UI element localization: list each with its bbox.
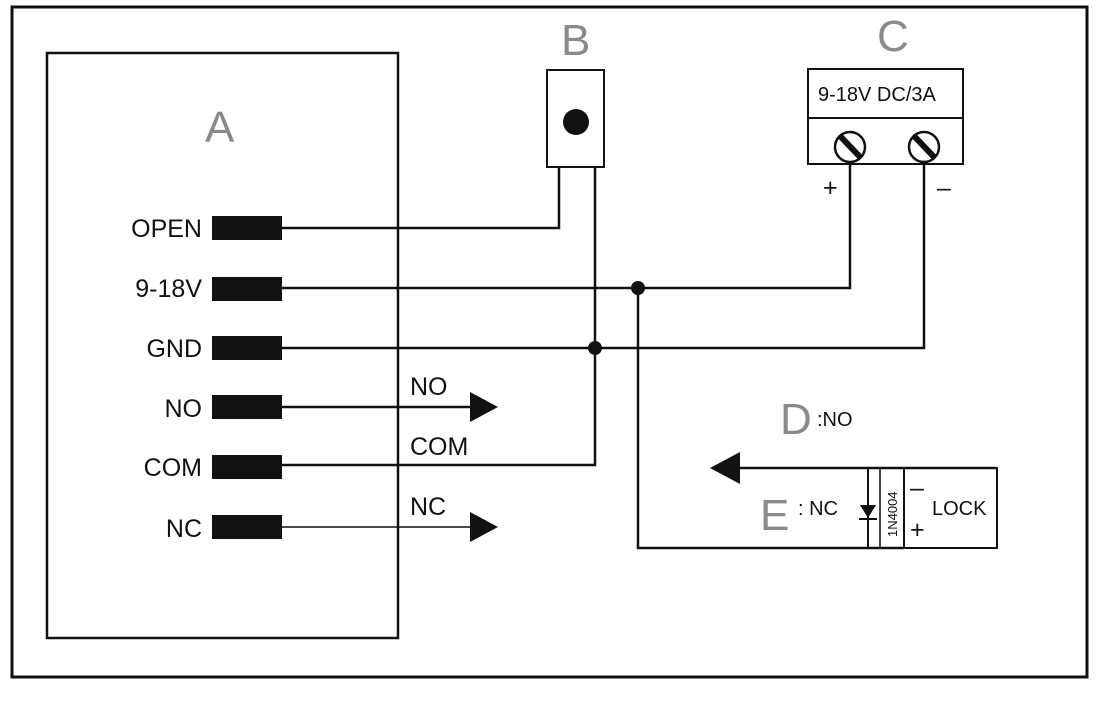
power-supply-letter: C bbox=[877, 12, 909, 61]
pin-gnd bbox=[212, 336, 282, 360]
pin-no bbox=[212, 395, 282, 419]
power-supply-rating: 9-18V DC/3A bbox=[818, 84, 936, 106]
power-supply-box bbox=[807, 68, 964, 165]
lock-minus-sign: – bbox=[910, 474, 924, 502]
diode-symbol bbox=[859, 505, 877, 520]
section-e-letter: E bbox=[760, 491, 789, 540]
terminal-screw-positive bbox=[833, 130, 867, 164]
section-d-letter: D bbox=[780, 395, 812, 444]
pin-power bbox=[212, 277, 282, 301]
button-housing bbox=[546, 69, 605, 168]
button-letter: B bbox=[561, 16, 590, 65]
button-dot bbox=[563, 109, 589, 135]
output-label-com: COM bbox=[410, 433, 468, 461]
pin-open bbox=[212, 216, 282, 240]
wire-power-to-lock bbox=[636, 288, 904, 550]
power-supply-c: C 9-18V DC/3A + – bbox=[807, 12, 964, 202]
wire-open bbox=[282, 167, 561, 230]
outer-frame bbox=[10, 5, 1089, 679]
pin-label-com: COM bbox=[144, 454, 202, 482]
output-label-nc: NC bbox=[410, 493, 446, 521]
pin-label-gnd: GND bbox=[146, 335, 202, 363]
exit-button-b: B bbox=[546, 16, 605, 168]
controller-box bbox=[45, 51, 400, 640]
controller-letter: A bbox=[205, 103, 235, 152]
junction-gnd bbox=[588, 341, 602, 355]
pin-nc bbox=[212, 515, 282, 539]
junction-power bbox=[631, 281, 645, 295]
wires bbox=[282, 163, 996, 550]
wire-button-com bbox=[282, 167, 597, 467]
controller-a: A OPEN 9-18V GND NO COM NC bbox=[45, 51, 400, 640]
section-d-label: :NO bbox=[817, 409, 853, 431]
power-plus-sign: + bbox=[823, 174, 838, 202]
wire-gnd bbox=[282, 163, 926, 350]
lock-label: LOCK bbox=[932, 498, 987, 520]
pin-label-no: NO bbox=[165, 395, 203, 423]
lock-plus-sign: + bbox=[910, 516, 925, 544]
arrow-nc bbox=[470, 512, 498, 542]
diode-label: 1N4004 bbox=[885, 491, 900, 537]
arrow-no bbox=[470, 392, 498, 422]
pin-label-nc: NC bbox=[166, 515, 202, 543]
output-label-no: NO bbox=[410, 373, 448, 401]
lock-section: D :NO E : NC 1N4004 – + LOCK bbox=[760, 395, 998, 549]
pin-com bbox=[212, 455, 282, 479]
arrow-lock-out bbox=[710, 452, 740, 484]
pin-label-power: 9-18V bbox=[135, 275, 202, 303]
pin-label-open: OPEN bbox=[131, 215, 202, 243]
terminal-screw-negative bbox=[907, 130, 941, 164]
section-e-label: : NC bbox=[798, 498, 838, 520]
wire-power bbox=[282, 163, 852, 290]
power-minus-sign: – bbox=[937, 174, 951, 202]
